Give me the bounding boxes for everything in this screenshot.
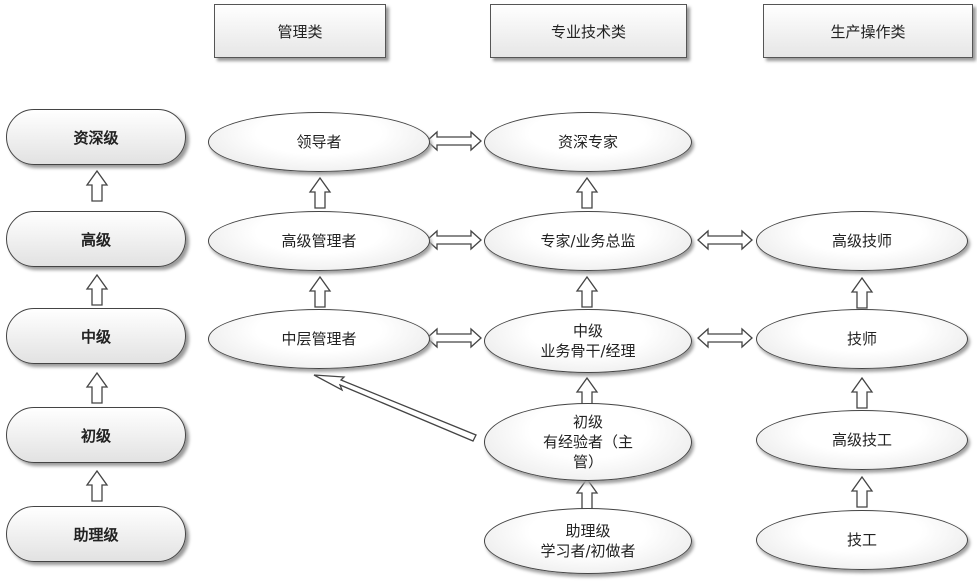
node-senior-manager: 高级管理者 [208, 211, 430, 271]
node-label: 资深专家 [557, 133, 618, 151]
node-label: 专家/业务总监 [540, 232, 636, 250]
node-label: 高级管理者 [281, 232, 357, 250]
level-label: 高级 [80, 230, 111, 249]
node-label: 学习者/初做者 [540, 542, 636, 560]
header-label: 生产操作类 [830, 22, 906, 41]
node-leader: 领导者 [208, 112, 430, 172]
node-label: 高级技师 [831, 232, 892, 250]
header-professional: 专业技术类 [490, 4, 687, 58]
node-label: 管） [572, 453, 603, 471]
node-senior-expert: 资深专家 [484, 112, 692, 172]
header-production: 生产操作类 [763, 4, 973, 58]
level-label: 资深级 [73, 128, 119, 147]
node-senior-technician: 高级技师 [756, 211, 968, 271]
level-assistant: 助理级 [6, 506, 186, 562]
node-label: 高级技工 [831, 431, 892, 449]
diagonal-arrow [313, 374, 477, 442]
level-middle: 中级 [6, 308, 186, 364]
node-label: 领导者 [296, 133, 342, 151]
node-technician: 技师 [756, 309, 968, 369]
node-label: 有经验者（主 [542, 433, 633, 451]
header-label: 管理类 [277, 22, 323, 41]
node-label: 助理级 [565, 522, 611, 540]
header-management: 管理类 [214, 4, 386, 58]
node-label: 技师 [846, 330, 877, 348]
level-label: 中级 [80, 327, 111, 346]
node-label: 初级 [572, 413, 603, 431]
node-label: 技工 [846, 531, 877, 549]
node-label: 中级 [572, 322, 603, 340]
level-senior: 高级 [6, 211, 186, 267]
level-label: 初级 [80, 426, 111, 445]
level-label: 助理级 [73, 525, 119, 544]
node-junior-professional: 初级 有经验者（主 管） [484, 403, 692, 481]
header-label: 专业技术类 [550, 22, 626, 41]
node-label: 中层管理者 [281, 330, 357, 348]
node-senior-worker: 高级技工 [756, 410, 968, 470]
node-middle-manager: 中层管理者 [208, 309, 430, 369]
node-label: 业务骨干/经理 [540, 342, 636, 360]
level-junior: 初级 [6, 407, 186, 463]
node-middle-professional: 中级 业务骨干/经理 [484, 309, 692, 373]
node-worker: 技工 [756, 510, 968, 570]
node-expert-director: 专家/业务总监 [484, 211, 692, 271]
node-assistant-professional: 助理级 学习者/初做者 [484, 508, 692, 574]
level-senior-expert: 资深级 [6, 109, 186, 165]
